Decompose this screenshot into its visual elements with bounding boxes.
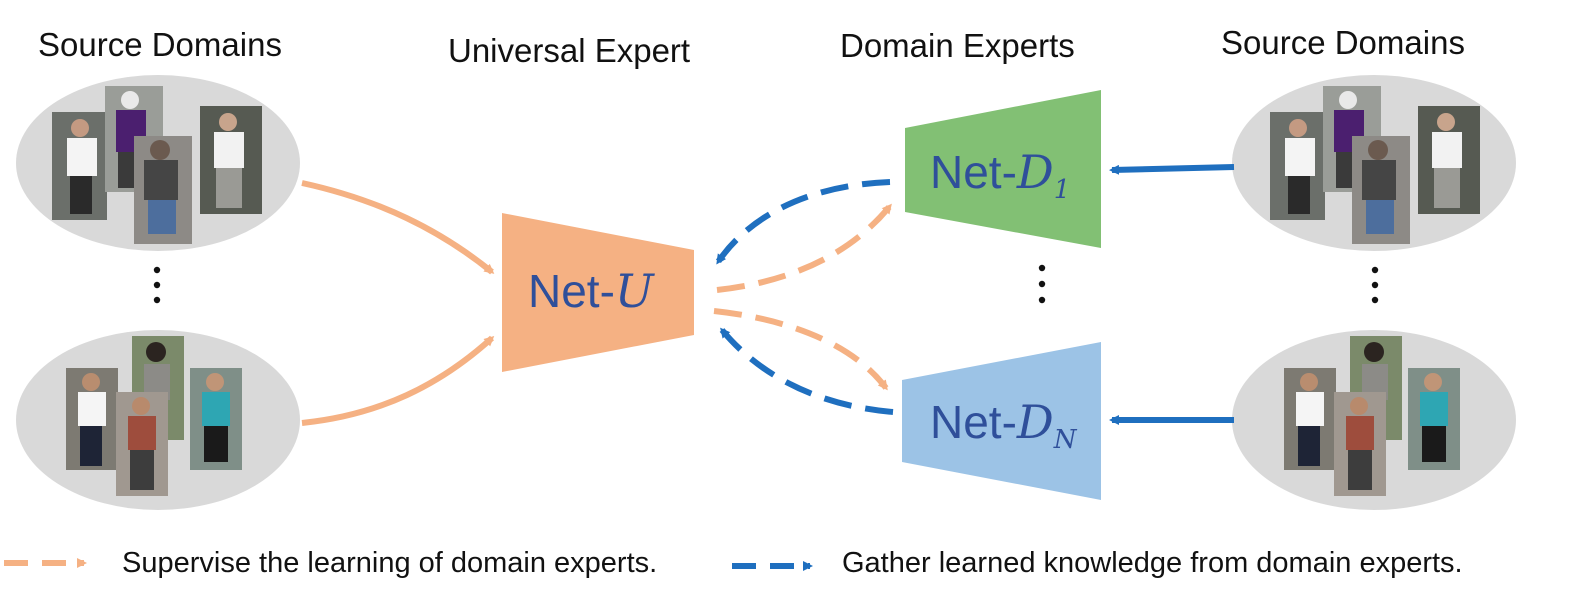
arrow-source-bottom-to-net-u — [301, 335, 495, 426]
ellipsis-dots-experts — [1038, 264, 1046, 304]
heading-source-domains-right: Source Domains — [1221, 24, 1465, 61]
legend-supervise-text: Supervise the learning of domain experts… — [122, 547, 658, 579]
person-image — [1284, 368, 1336, 470]
net-d1-label: Net-D1 — [930, 145, 1070, 205]
person-image — [1352, 136, 1410, 244]
net-u-symbol: U — [614, 264, 654, 318]
heading-universal-expert: Universal Expert — [448, 32, 691, 69]
legend-gather-text: Gather learned knowledge from domain exp… — [842, 547, 1463, 579]
person-image — [1418, 106, 1480, 214]
arrow-source-right-to-d1 — [1109, 164, 1235, 175]
net-d1-prefix: Net- — [930, 146, 1017, 198]
arrow-source-top-to-net-u — [301, 180, 495, 275]
net-dn-symbol: D — [1016, 395, 1054, 449]
source-domain-right-top — [1232, 75, 1516, 251]
person-image — [1408, 368, 1460, 470]
net-d1-shape — [905, 90, 1101, 248]
arrow-supervise-dn — [713, 308, 889, 391]
net-dn-subscript: N — [1053, 425, 1077, 456]
net-d1-subscript: 1 — [1053, 175, 1071, 206]
source-domain-right-bottom — [1232, 330, 1516, 510]
person-image — [52, 112, 107, 220]
arrow-gather-d1 — [715, 179, 891, 265]
ellipsis-dots-right — [1371, 266, 1379, 304]
person-image — [116, 392, 168, 496]
person-image — [66, 368, 118, 470]
person-image — [200, 106, 262, 214]
net-u-prefix: Net- — [528, 265, 615, 317]
arrow-supervise-d1 — [716, 203, 893, 293]
net-dn-prefix: Net- — [930, 396, 1017, 448]
person-image — [190, 368, 242, 470]
source-domain-left-top — [16, 75, 300, 251]
person-image — [134, 136, 192, 244]
net-dn-label: Net-DN — [930, 395, 1077, 455]
net-u-label: Net-U — [528, 264, 654, 318]
ellipsis-dots-left — [153, 266, 161, 304]
net-u-shape — [502, 213, 694, 372]
heading-domain-experts: Domain Experts — [840, 27, 1075, 64]
person-image — [1334, 392, 1386, 496]
net-dn-shape — [902, 342, 1101, 500]
heading-source-domains-left: Source Domains — [38, 26, 282, 63]
source-domain-left-bottom — [16, 330, 300, 510]
arrow-gather-dn — [719, 327, 894, 415]
net-d1-symbol: D — [1016, 145, 1054, 199]
person-image — [1270, 112, 1325, 220]
